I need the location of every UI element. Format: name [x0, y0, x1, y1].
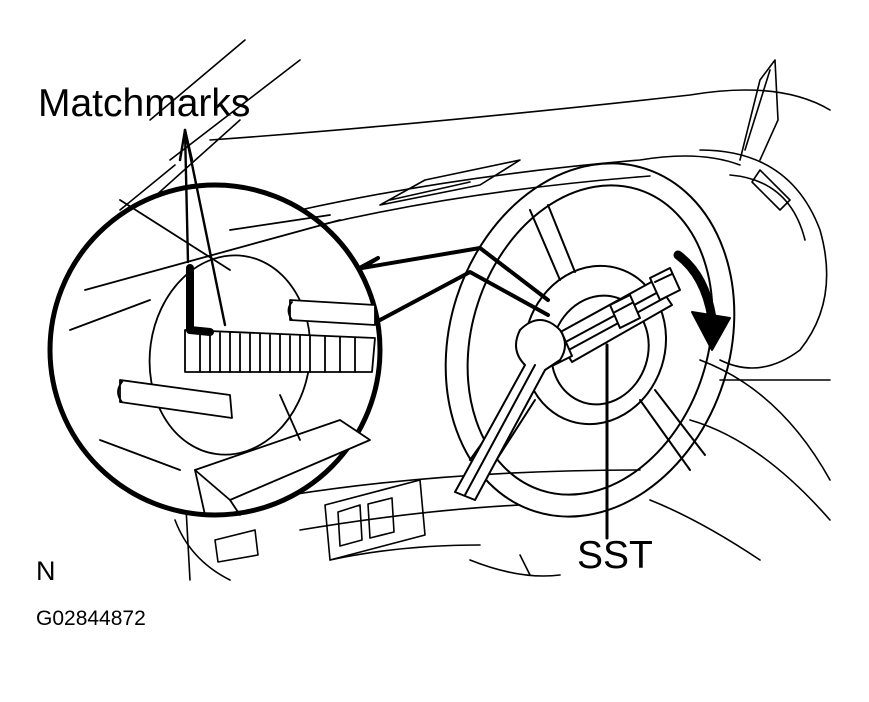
callout-connector	[350, 246, 550, 322]
dashboard-outline	[94, 39, 831, 581]
magnifier-callout	[47, 182, 383, 518]
matchmarks-leader	[178, 128, 227, 327]
matchmark-bars	[186, 264, 214, 336]
corner-code-label: N	[36, 556, 56, 586]
sst-label: SST	[577, 534, 653, 577]
wrench	[454, 319, 566, 501]
figure-id-label: G02844872	[36, 607, 146, 630]
rotation-arrow	[673, 250, 731, 351]
steering-wheel	[444, 162, 736, 518]
matchmarks-label: Matchmarks	[38, 82, 251, 125]
